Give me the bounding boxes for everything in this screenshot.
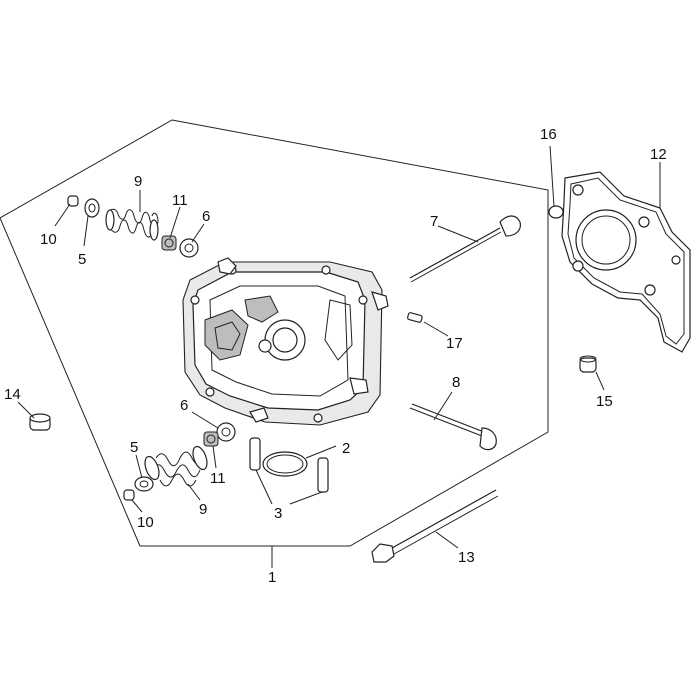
lower-valve-retainer-5 [134,454,154,492]
callout-10-upper: 10 [40,231,57,248]
callout-5-upper: 5 [78,251,86,268]
upper-valve-retainer-5 [83,198,100,247]
stud-17 [407,312,449,337]
callout-5-lower: 5 [130,439,138,456]
dowel-15 [579,355,605,391]
callout-8: 8 [452,374,460,391]
assembly-outline [0,119,549,547]
head-bolt-13 [371,489,499,563]
upper-valve-spring-9 [105,190,159,241]
lower-valve-seal-11 [203,431,219,469]
callout-1: 1 [268,569,276,586]
exhaust-valve-8 [409,391,497,451]
dowel-16 [548,145,564,219]
callout-3: 3 [274,505,282,522]
upper-valve-washer-6 [179,223,205,258]
upper-valve-cap-10 [54,195,79,227]
callout-12: 12 [650,146,667,163]
callout-13: 13 [458,549,475,566]
callout-17: 17 [446,335,463,352]
intake-valve-7 [409,215,521,283]
callout-11-lower: 11 [210,470,226,487]
head-gasket-12 [561,162,691,353]
plug-14 [17,401,51,431]
lower-valve-spring-9 [144,445,208,501]
callout-7: 7 [430,213,438,230]
callout-10-lower: 10 [137,514,154,531]
o-ring-2 [262,445,337,477]
callout-14: 14 [4,386,21,403]
callout-2: 2 [342,440,350,457]
lower-valve-cap-10 [123,489,143,513]
cylinder-head [182,257,389,426]
callout-6-upper: 6 [202,208,210,225]
callout-16: 16 [540,126,557,143]
dowel-pins-3 [249,437,329,505]
callout-9-lower: 9 [199,501,207,518]
callout-11-upper: 11 [172,192,188,209]
upper-valve-seal-11 [161,206,181,251]
callout-9-upper: 9 [134,173,142,190]
callout-15: 15 [596,393,613,410]
callout-6-lower: 6 [180,397,188,414]
